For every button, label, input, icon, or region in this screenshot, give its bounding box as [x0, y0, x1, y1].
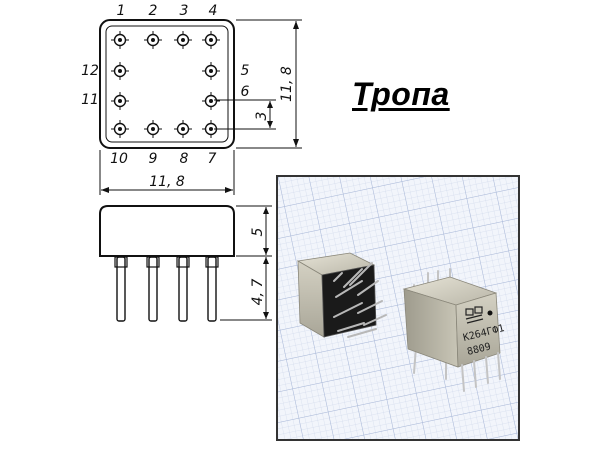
pin-label-4: 4 [209, 3, 218, 19]
side-view-leads [114, 256, 219, 322]
manufacturer-logo [465, 306, 484, 324]
dimension-pitch: 3 [214, 99, 276, 130]
dimension-height: 11, 8 [236, 19, 302, 149]
pin-label-2: 2 [149, 3, 158, 19]
pin-hole [202, 62, 220, 80]
top-view-outline [99, 19, 235, 149]
pin-label-5: 5 [241, 63, 250, 79]
top-view: 1 2 3 4 10 9 8 7 12 11 5 6 11, 8 [81, 3, 302, 195]
lead-collar [146, 256, 160, 268]
lead-collar [114, 256, 128, 268]
pin-label-3: 3 [180, 3, 189, 19]
pin-hole [144, 31, 162, 49]
lead-collar [176, 256, 190, 268]
dimension-height-label: 11, 8 [279, 66, 295, 102]
pin-label-6: 6 [241, 84, 250, 100]
pin-hole [111, 120, 129, 138]
pin-label-1: 1 [117, 3, 126, 19]
pin-label-8: 8 [180, 151, 189, 167]
pin-hole [111, 92, 129, 110]
pin-hole [202, 92, 220, 110]
pin-hole [111, 31, 129, 49]
dimension-width: 11, 8 [99, 150, 235, 195]
dimension-lead-length: 4, 7 [220, 257, 272, 321]
pin-grid [111, 31, 220, 138]
component-left [296, 252, 387, 338]
photo-illustration: К264ГФ1 8809 [278, 177, 518, 439]
pin-label-10: 10 [110, 151, 128, 167]
pin-label-11: 11 [81, 92, 99, 108]
side-view-body [99, 205, 235, 257]
dimension-width-label: 11, 8 [149, 174, 185, 190]
pin-hole [202, 31, 220, 49]
dimension-body-height: 5 [236, 205, 272, 257]
component-photo: К264ГФ1 8809 [276, 175, 520, 441]
lead-collar [205, 256, 219, 268]
pin-hole [174, 31, 192, 49]
side-view: 5 4, 7 [99, 205, 272, 322]
brand-title: Тропа [352, 76, 450, 112]
pin-label-7: 7 [208, 151, 217, 167]
pin-label-9: 9 [149, 151, 158, 167]
pin-hole [111, 62, 129, 80]
pin-hole [174, 120, 192, 138]
dimension-body-height-label: 5 [250, 227, 266, 236]
pin-hole [144, 120, 162, 138]
dimension-lead-length-label: 4, 7 [250, 279, 266, 306]
component-right: К264ГФ1 8809 [402, 268, 506, 392]
pin-label-12: 12 [81, 63, 99, 79]
dimension-pitch-label: 3 [254, 112, 270, 121]
top-view-inner-outline [105, 25, 229, 143]
pin1-dot-icon [487, 310, 493, 316]
